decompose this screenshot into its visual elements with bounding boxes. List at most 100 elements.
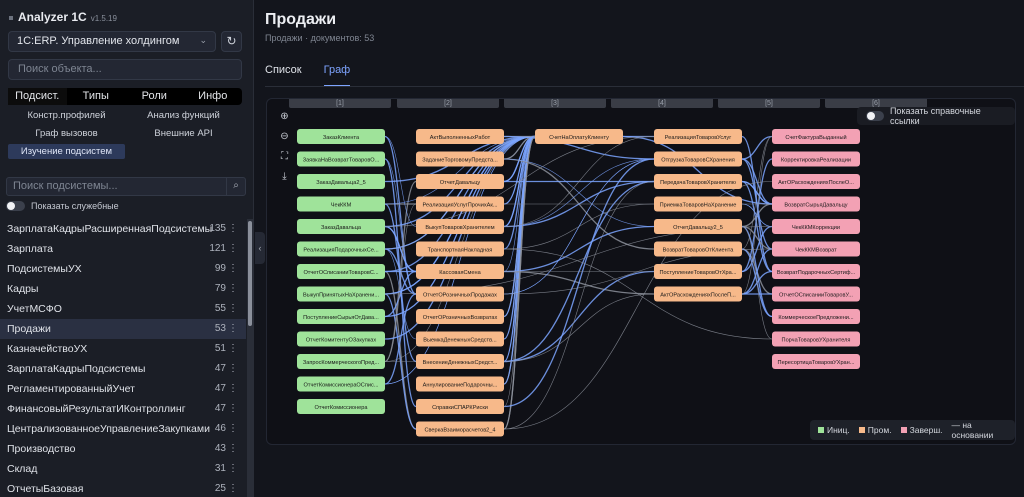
scrollbar[interactable]	[247, 219, 253, 497]
graph-node-box[interactable]	[297, 286, 385, 302]
graph-node-box[interactable]	[654, 241, 742, 257]
mode-info[interactable]: Инфо	[198, 90, 228, 102]
function-analysis-button[interactable]: Анализ функций	[147, 110, 220, 121]
graph-node-box[interactable]	[416, 174, 504, 189]
graph-node-box[interactable]	[297, 264, 385, 279]
graph-node[interactable]: ВыемкаДенежныхСредств...	[416, 331, 504, 347]
more-icon[interactable]: ⋮	[228, 243, 238, 254]
graph-svg[interactable]: [1][2][3][4][5][6]ЗаказКлиентаЗаявкаНаВо…	[267, 99, 1016, 445]
graph-node-box[interactable]	[772, 331, 860, 347]
profile-builder-button[interactable]: Констр.профилей	[27, 110, 106, 121]
scrollbar-thumb[interactable]	[248, 221, 252, 326]
more-icon[interactable]: ⋮	[228, 363, 238, 374]
graph-node-box[interactable]	[416, 376, 504, 392]
graph-node-box[interactable]	[297, 196, 385, 212]
zoom-in-icon[interactable]: ⊕	[280, 111, 289, 122]
graph-node-box[interactable]	[772, 219, 860, 234]
graph-node-box[interactable]	[416, 399, 504, 414]
tab-graph[interactable]: Граф	[323, 64, 351, 87]
graph-node[interactable]: ВыкупПринятыхНаХранени...	[297, 286, 385, 302]
graph-node-box[interactable]	[654, 151, 742, 167]
graph-node-box[interactable]	[772, 196, 860, 212]
graph-node[interactable]: ТранспортнаяНакладная	[416, 241, 504, 257]
graph-node[interactable]: СчетФактураВыданный	[772, 129, 860, 144]
graph-node-box[interactable]	[772, 151, 860, 167]
more-icon[interactable]: ⋮	[228, 323, 238, 334]
graph-node-box[interactable]	[416, 286, 504, 302]
graph-node[interactable]: ОтчетДавальцу	[416, 174, 504, 189]
object-search-input[interactable]: Поиск объекта...	[8, 59, 242, 80]
graph-node[interactable]: ПоступлениеТоваровОтХра...	[654, 264, 742, 279]
graph-node[interactable]: ОтчетКомитентуОЗакупках	[297, 331, 385, 347]
graph-node-box[interactable]	[297, 354, 385, 369]
graph-node-box[interactable]	[654, 286, 742, 302]
graph-node[interactable]: ПередачаТоваровХранителю	[654, 174, 742, 189]
graph-node[interactable]: ЗаказКлиента	[297, 129, 385, 144]
graph-node-box[interactable]	[297, 129, 385, 144]
graph-node[interactable]: АктОРасхожденияхПослеО...	[772, 174, 860, 189]
download-icon[interactable]: ⤓	[282, 171, 287, 182]
mode-subsystems[interactable]: Подсист.	[8, 88, 67, 105]
more-icon[interactable]: ⋮	[228, 223, 238, 234]
graph-node[interactable]: РеализацияУслугПрочихАк...	[416, 196, 504, 212]
graph-node-box[interactable]	[772, 241, 860, 257]
call-graph-button[interactable]: Граф вызовов	[35, 128, 98, 139]
graph-node-box[interactable]	[416, 354, 504, 369]
graph-node[interactable]: КассоваяСмена	[416, 264, 504, 279]
graph-node[interactable]: ЗаявкаНаВозвратТоваровО...	[297, 151, 385, 167]
graph-node[interactable]: РеализацияПодарочныхСе...	[297, 241, 385, 257]
graph-node-box[interactable]	[654, 264, 742, 279]
more-icon[interactable]: ⋮	[228, 463, 238, 474]
database-select[interactable]: 1С:ERP. Управление холдингом⌄	[8, 31, 216, 52]
tab-list[interactable]: Список	[265, 64, 302, 76]
more-icon[interactable]: ⋮	[228, 443, 238, 454]
graph-node-box[interactable]	[772, 354, 860, 369]
show-service-toggle[interactable]: Показать служебные	[6, 201, 119, 211]
graph-node[interactable]: ВозвратСырьяДавальцу	[772, 196, 860, 212]
graph-node[interactable]: ОтчетОСписанииТоваровУ...	[772, 286, 860, 302]
graph-node[interactable]: ЗаказДавальца	[297, 219, 385, 234]
graph-node[interactable]: ПересортицаТоваровУХран...	[772, 354, 860, 369]
toggle-switch[interactable]	[866, 111, 884, 121]
graph-node[interactable]: ЗапросКоммерческогоПред...	[297, 354, 385, 369]
graph-node-box[interactable]	[416, 309, 504, 324]
graph-node-box[interactable]	[416, 264, 504, 279]
graph-node-box[interactable]	[416, 196, 504, 212]
graph-node-box[interactable]	[654, 129, 742, 144]
mode-roles[interactable]: Роли	[141, 90, 167, 102]
graph-node[interactable]: ОтчетКомиссионера	[297, 399, 385, 414]
zoom-out-icon[interactable]: ⊖	[280, 131, 289, 142]
graph-node-box[interactable]	[297, 151, 385, 167]
graph-node-box[interactable]	[416, 151, 504, 167]
more-icon[interactable]: ⋮	[228, 283, 238, 294]
graph-node-box[interactable]	[654, 196, 742, 212]
graph-node-box[interactable]	[416, 129, 504, 144]
graph-node-box[interactable]	[416, 421, 504, 437]
graph-node[interactable]: ОтчетОРозничныхПродажах	[416, 286, 504, 302]
menu-icon[interactable]	[9, 15, 13, 20]
graph-node[interactable]: ПриемкаТоваровНаХранение	[654, 196, 742, 212]
graph-node[interactable]: ЧекККМКоррекции	[772, 219, 860, 234]
graph-node[interactable]: СправкиСПАРКРиски	[416, 399, 504, 414]
more-icon[interactable]: ⋮	[228, 423, 238, 434]
graph-node[interactable]: АктОРасхожденияхПослеП...	[654, 286, 742, 302]
more-icon[interactable]: ⋮	[228, 343, 238, 354]
subsystem-study-button[interactable]: Изучение подсистем	[8, 144, 125, 159]
graph-node[interactable]: ОтчетОСписанииТоваровС...	[297, 264, 385, 279]
graph-node-box[interactable]	[772, 286, 860, 302]
graph-node[interactable]: ВнесениеДенежныхСредст...	[416, 354, 504, 369]
graph-node-box[interactable]	[772, 264, 860, 279]
search-icon[interactable]: ⌕	[226, 177, 245, 196]
graph-node-box[interactable]	[297, 219, 385, 234]
graph-node[interactable]: СверкаВзаиморасчетов2_4	[416, 421, 504, 437]
graph-node-box[interactable]	[772, 309, 860, 324]
